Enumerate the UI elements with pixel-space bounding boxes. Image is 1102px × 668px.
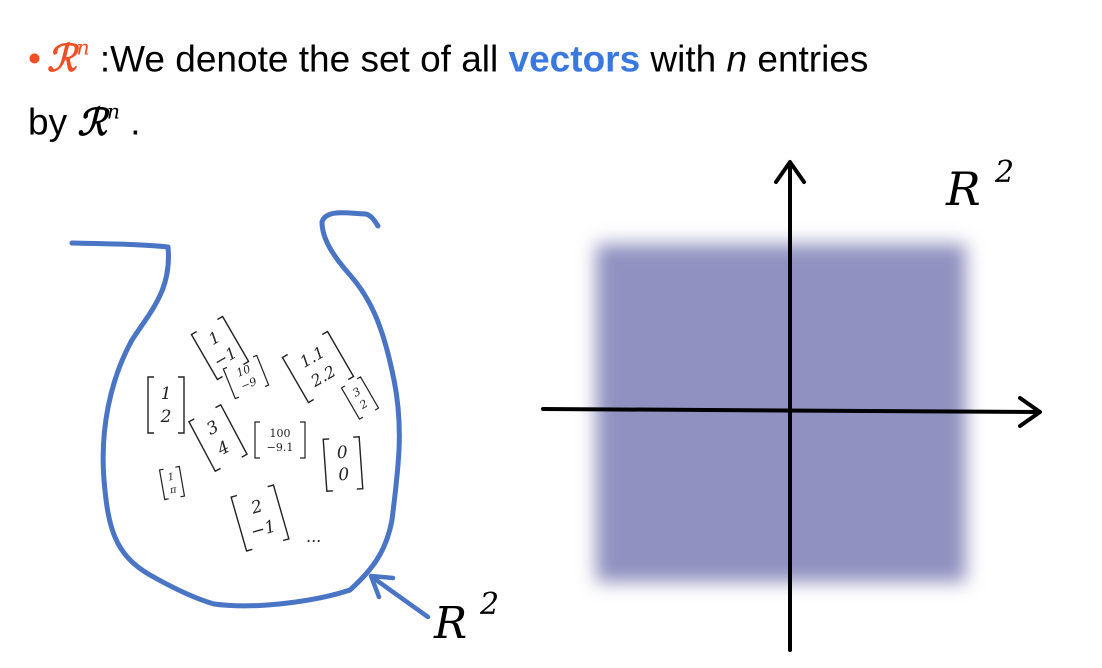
set-symbol-superscript: n — [76, 36, 90, 60]
n-italic: n — [726, 38, 748, 80]
vector-10: 2 −1 — [230, 484, 290, 552]
vector-10-top: 2 — [248, 496, 265, 518]
vector-6-top: 3 — [203, 417, 222, 440]
vector-3-top: 1.1 — [296, 342, 328, 371]
line2-suffix: . — [120, 101, 141, 143]
vector-2-top: 10 — [235, 362, 253, 379]
headline-text-1: :We denote the set of all — [89, 38, 509, 80]
vector-4-bottom: 2 — [160, 407, 172, 427]
bag-outline — [69, 210, 402, 609]
vector-8-top: 0 — [336, 443, 348, 464]
vector-9-bottom: π — [168, 484, 178, 496]
bag-label-base: R — [433, 598, 467, 649]
vectors-highlight: vectors — [508, 38, 641, 80]
plane-label-exp: 2 — [994, 155, 1014, 190]
vector-6-bottom: 4 — [213, 437, 233, 460]
vector-7-bottom: −9.1 — [267, 441, 294, 454]
vector-2-bottom: −9 — [239, 375, 259, 393]
vector-3: 1.1 2.2 — [281, 330, 355, 404]
vector-3-bottom: 2.2 — [307, 362, 339, 392]
bag-pointer-arrow — [368, 573, 431, 620]
plane-region — [596, 244, 966, 582]
headline-text-2: with — [640, 38, 727, 80]
vector-5: 3 2 — [340, 376, 380, 420]
line2-symbol-letter: ℛ — [77, 99, 107, 144]
vector-7-top: 100 — [270, 427, 291, 440]
vector-4-top: 1 — [161, 384, 172, 404]
vector-8: 0 0 — [322, 436, 364, 492]
vector-10-bottom: −1 — [249, 516, 279, 542]
x-axis-arrowhead — [1018, 396, 1042, 428]
vector-6: 3 4 — [188, 403, 248, 473]
vector-ellipsis: ... — [306, 527, 321, 546]
vector-8-bottom: 0 — [338, 465, 350, 486]
vector-1-top: 1 — [205, 327, 223, 349]
vector-5-top: 3 — [350, 385, 363, 400]
vector-2: 10 −9 — [222, 354, 270, 400]
x-axis-line — [541, 407, 1040, 414]
bullet-icon: • — [28, 38, 41, 80]
plane-label: R 2 — [945, 155, 1014, 216]
bag-label-exp: 2 — [479, 587, 499, 622]
vector-1-bottom: −1 — [210, 343, 240, 371]
vector-7: 100 −9.1 — [254, 421, 306, 459]
headline-line-2: by ℛn . — [28, 85, 1088, 148]
vector-5-bottom: 2 — [357, 397, 370, 412]
coordinate-axes — [541, 160, 1042, 652]
vector-4: 1 2 — [147, 376, 185, 434]
set-symbol-letter: ℛ — [46, 36, 77, 81]
line2-symbol-superscript: n — [106, 99, 120, 124]
vector-9: 1 π — [158, 465, 186, 501]
set-symbol: ℛn — [47, 36, 90, 80]
vector-1: 1 −1 — [190, 315, 250, 381]
headline-line-1: •ℛn :We denote the set of all vectors wi… — [28, 22, 1088, 85]
headline-text-3: entries — [747, 38, 869, 80]
line2-prefix: by — [28, 101, 78, 143]
bag-label: R 2 — [433, 587, 499, 649]
vector-9-top: 1 — [167, 472, 175, 484]
plane-label-base: R — [945, 162, 981, 216]
line2-symbol: ℛn — [77, 99, 120, 144]
y-axis-arrowhead — [774, 160, 806, 184]
slide-headline: •ℛn :We denote the set of all vectors wi… — [28, 22, 1088, 149]
